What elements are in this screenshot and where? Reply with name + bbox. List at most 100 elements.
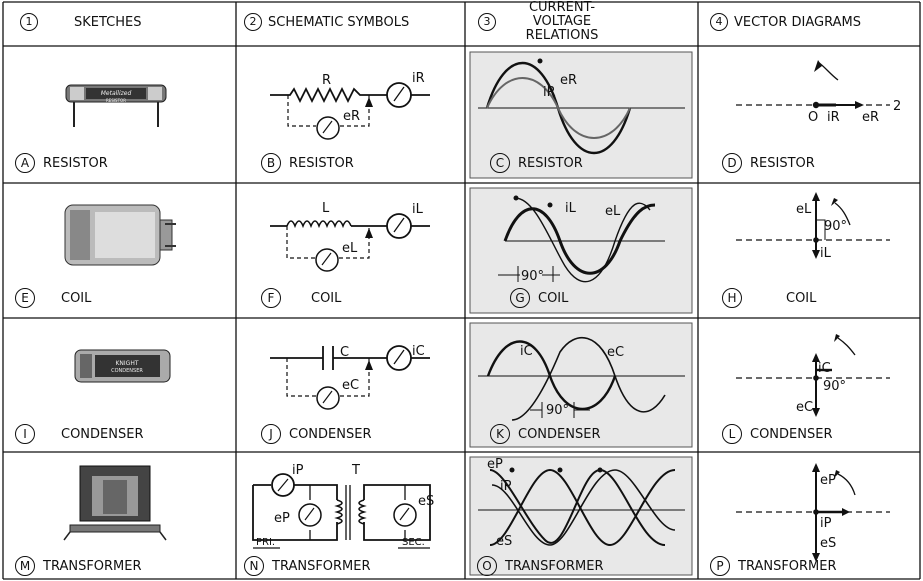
letter-badge: N <box>244 556 264 576</box>
cond-eC-label: eC <box>342 378 359 393</box>
letter-badge: C <box>490 153 510 173</box>
resistor-sketch: Metallized RESISTOR <box>65 84 167 127</box>
letter-badge: H <box>722 288 742 308</box>
letter-badge: I <box>15 424 35 444</box>
header-number: 1 <box>20 13 38 31</box>
cond-C-label: C <box>340 345 349 360</box>
coil-iL-label: iL <box>412 202 424 217</box>
caption: RESISTOR <box>518 155 583 171</box>
label-N: N TRANSFORMER <box>244 556 371 576</box>
vector-p-iP: iP <box>820 516 832 531</box>
caption: COIL <box>786 290 817 306</box>
condenser-brand-text: KNIGHT <box>115 360 138 367</box>
wave-g-iL: iL <box>565 201 577 216</box>
caption: TRANSFORMER <box>505 558 604 574</box>
header-label: SKETCHES <box>74 14 142 30</box>
letter-badge: K <box>490 424 510 444</box>
label-M: M TRANSFORMER <box>15 556 142 576</box>
resistor-R-label: R <box>322 73 331 88</box>
letter-badge: P <box>710 556 730 576</box>
vector-p-eS: eS <box>820 536 836 551</box>
resistor-brand-text: Metallized <box>101 90 132 97</box>
resistor-word-text: RESISTOR <box>106 98 126 103</box>
vector-h-90: 90° <box>824 219 847 234</box>
vector-d-O: O <box>808 110 818 125</box>
vector-l-iC: iC <box>818 361 831 376</box>
vector-d-iR: iR <box>827 110 840 125</box>
label-J: J CONDENSER <box>261 424 371 444</box>
xf-eP-label: eP <box>274 511 290 526</box>
letter-badge: M <box>15 556 35 576</box>
coil-eL-label: eL <box>342 241 358 256</box>
condenser-word-text: CONDENSER <box>111 368 143 374</box>
wave-g-90: 90° <box>521 269 544 284</box>
label-G: G COIL <box>510 288 568 308</box>
caption: TRANSFORMER <box>43 558 142 574</box>
resistor-iR-label: iR <box>412 71 425 86</box>
vector-d-2: 2 <box>893 99 901 114</box>
label-H: H COIL <box>722 288 816 308</box>
vector-l-90: 90° <box>823 379 846 394</box>
caption: RESISTOR <box>750 155 815 171</box>
wave-c-eR: eR <box>560 73 577 88</box>
letter-badge: J <box>261 424 281 444</box>
letter-badge: G <box>510 288 530 308</box>
letter-badge: D <box>722 153 742 173</box>
header-schematic-symbols: 2 SCHEMATIC SYMBOLS <box>244 0 459 44</box>
caption: TRANSFORMER <box>272 558 371 574</box>
label-P: P TRANSFORMER <box>710 556 837 576</box>
wave-k-90: 90° <box>546 403 569 418</box>
caption: CONDENSER <box>289 426 372 442</box>
wave-k-iC: iC <box>520 344 533 359</box>
caption: TRANSFORMER <box>738 558 837 574</box>
resistor-eR-label: eR <box>343 109 360 124</box>
xf-pri-label: PRI. <box>256 537 275 548</box>
caption: COIL <box>311 290 342 306</box>
wave-o-eS: eS <box>496 534 512 549</box>
cond-iC-label: iC <box>412 344 425 359</box>
vector-d-eR: eR <box>862 110 879 125</box>
letter-badge: E <box>15 288 35 308</box>
caption: CONDENSER <box>518 426 601 442</box>
header-label: SCHEMATIC SYMBOLS <box>268 14 410 30</box>
wave-c-iR: iR <box>543 85 556 100</box>
letter-badge: A <box>15 153 35 173</box>
transformer-sketch <box>63 465 167 541</box>
caption: COIL <box>61 290 92 306</box>
coil-sketch <box>64 204 176 266</box>
header-sketches: 1 SKETCHES <box>20 0 230 44</box>
condenser-sketch: KNIGHT CONDENSER <box>74 349 171 383</box>
label-D: D RESISTOR <box>722 153 815 173</box>
wave-o-eP: eP <box>487 457 503 472</box>
xf-T-label: T <box>351 463 360 478</box>
caption: COIL <box>538 290 569 306</box>
label-C: C RESISTOR <box>490 153 583 173</box>
header-label: CURRENT-VOLTAGE RELATIONS <box>525 0 599 43</box>
caption: RESISTOR <box>289 155 354 171</box>
coil-L-label: L <box>322 201 330 216</box>
header-label: VECTOR DIAGRAMS <box>734 14 861 30</box>
wave-o-iP: iP <box>500 479 512 494</box>
vector-h-iL: iL <box>820 246 832 261</box>
wave-g-eL: eL <box>605 204 621 219</box>
letter-badge: O <box>477 556 497 576</box>
xf-sec-label: SEC. <box>402 537 425 548</box>
vector-l-eC: eC <box>796 400 813 415</box>
vector-p-eP: eP <box>820 473 836 488</box>
header-vector-diagrams: 4 VECTOR DIAGRAMS <box>710 0 915 44</box>
header-current-voltage: 3 CURRENT-VOLTAGE RELATIONS <box>478 0 693 44</box>
label-E: E COIL <box>15 288 91 308</box>
xf-iP-label: iP <box>292 463 304 478</box>
letter-badge: F <box>261 288 281 308</box>
